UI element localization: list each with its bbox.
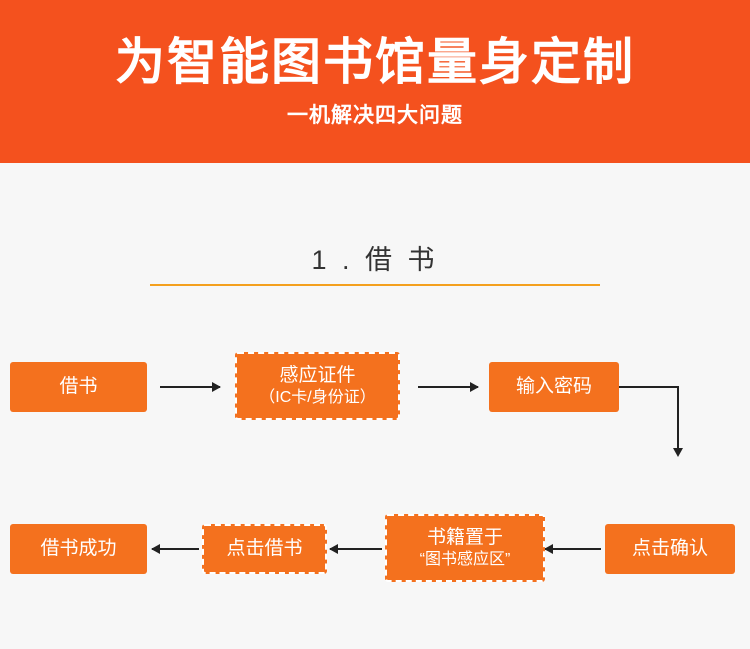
banner-subtitle: 一机解决四大问题: [287, 104, 463, 128]
flow-step-borrow-book: 借书: [10, 362, 147, 412]
section-title-container: 1 . 借 书: [0, 238, 750, 289]
flow-step-borrow-book-label: 借书: [59, 376, 98, 398]
arrow-step5-to-step6: [329, 544, 382, 554]
banner-title: 为智能图书馆量身定制: [115, 33, 635, 90]
flow-step-confirm: 点击确认: [605, 524, 735, 574]
flow-step-borrow-success-label: 借书成功: [40, 538, 117, 560]
flow-step-place-book-label: 书籍置于: [426, 527, 503, 549]
section-divider: [150, 284, 600, 286]
connector-step3-right: [619, 386, 679, 388]
arrow-step1-to-step2: [160, 382, 221, 392]
flow-step-enter-password: 输入密码: [489, 362, 619, 412]
flow-step-borrow-success: 借书成功: [10, 524, 147, 574]
flow-step-scan-id-sublabel: （IC卡/身份证）: [259, 388, 376, 406]
flow-step-place-book: 书籍置于 “图书感应区”: [385, 514, 545, 582]
flow-step-place-book-sublabel: “图书感应区”: [419, 550, 511, 568]
arrow-step6-to-step7: [151, 544, 199, 554]
section-title: 1 . 借 书: [311, 245, 439, 275]
flow-step-confirm-label: 点击确认: [631, 538, 708, 560]
flow-step-click-borrow-label: 点击借书: [226, 538, 303, 560]
arrow-step4-to-step5: [544, 544, 601, 554]
arrowhead-into-step4: [673, 448, 683, 457]
flow-step-click-borrow: 点击借书: [202, 524, 327, 574]
arrow-step2-to-step3: [418, 382, 479, 392]
flow-step-scan-id-label: 感应证件: [279, 365, 356, 387]
header-banner: 为智能图书馆量身定制 一机解决四大问题: [0, 0, 750, 163]
flow-step-scan-id: 感应证件 （IC卡/身份证）: [235, 352, 400, 420]
flow-step-enter-password-label: 输入密码: [515, 376, 592, 398]
connector-step3-down: [677, 386, 679, 449]
